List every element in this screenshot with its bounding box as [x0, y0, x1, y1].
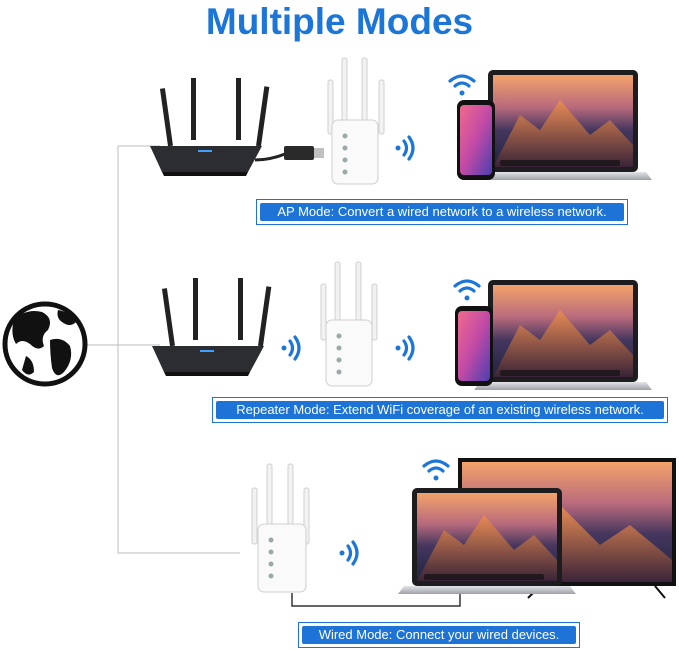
ethernet-cable-icon — [254, 146, 324, 162]
wifi-icon — [339, 540, 359, 566]
connector-lines — [85, 145, 240, 554]
wifi-icon — [448, 74, 476, 96]
laptop-icon — [398, 488, 576, 594]
wifi-icon — [453, 279, 481, 301]
phone-icon — [457, 100, 495, 180]
ap-mode-caption: AP Mode: Convert a wired network to a wi… — [256, 199, 628, 225]
wifi-icon — [422, 459, 450, 481]
wifi-icon — [281, 335, 301, 361]
ap-mode-caption-text: AP Mode: Convert a wired network to a wi… — [260, 203, 624, 221]
wifi-icon — [395, 135, 415, 161]
globe-icon — [2, 301, 88, 387]
router-icon — [150, 78, 270, 176]
wired-cable-line — [291, 587, 461, 607]
page-title: Multiple Modes — [205, 1, 474, 42]
phone-icon — [455, 306, 493, 386]
repeater-mode-caption-text: Repeater Mode: Extend WiFi coverage of a… — [216, 401, 664, 419]
wired-mode-caption-text: Wired Mode: Connect your wired devices. — [302, 626, 576, 644]
laptop-icon — [474, 280, 652, 390]
router-icon — [152, 278, 272, 376]
repeater-icon — [251, 463, 310, 593]
wired-mode-caption: Wired Mode: Connect your wired devices. — [298, 622, 580, 648]
repeater-mode-caption: Repeater Mode: Extend WiFi coverage of a… — [212, 397, 668, 423]
repeater-icon — [320, 261, 378, 387]
laptop-icon — [474, 70, 652, 180]
repeater-icon — [327, 57, 385, 185]
wifi-icon — [395, 335, 415, 361]
